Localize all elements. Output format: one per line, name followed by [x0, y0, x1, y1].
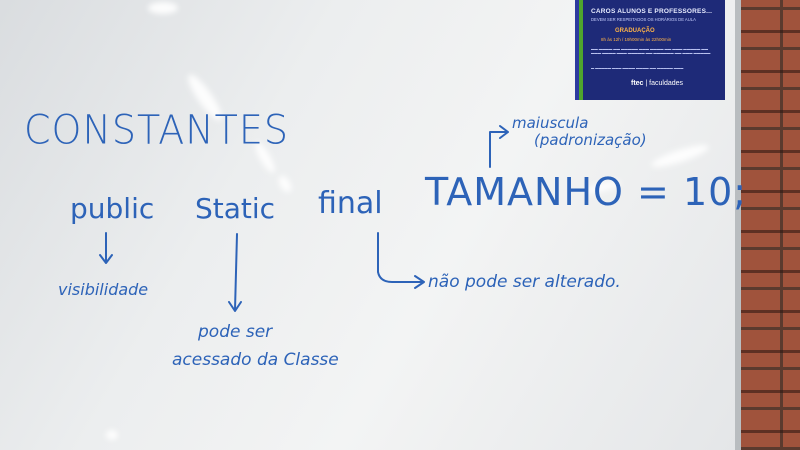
poster-small-print: ▬ ▬▬▬▬▬ ▬▬▬ ▬▬▬▬ ▬▬▬▬ ▬▬ ▬▬▬▬▬ ▬▬▬ — [591, 66, 684, 70]
keyword-public: public — [70, 192, 155, 225]
poster-subtitle: DEVEM SER RESPEITADOS OS HORÁRIOS DE AUL… — [591, 17, 696, 22]
poster-graduacao: GRADUAÇÃO — [615, 28, 655, 34]
keyword-static: Static — [195, 192, 276, 225]
poster-hours: 8h às 12h / 19h00min às 22h00min — [601, 37, 672, 42]
light-reflection — [148, 2, 178, 14]
poster-title: CAROS ALUNOS E PROFESSORES... — [591, 8, 713, 15]
note-uppercase-line1: maiuscula — [512, 114, 589, 132]
poster: CAROS ALUNOS E PROFESSORES... DEVEM SER … — [575, 0, 725, 100]
heading-constantes: CONSTANTES — [24, 106, 290, 154]
note-visibility: visibilidade — [58, 280, 149, 299]
keyword-final: final — [318, 186, 383, 221]
light-reflection — [106, 430, 118, 440]
poster-stripe — [579, 0, 583, 100]
arrow-uppercase — [489, 125, 509, 168]
note-static-line2: acessado da Classe — [172, 350, 339, 370]
arrow-public — [99, 232, 113, 264]
arrow-static — [228, 233, 242, 312]
note-uppercase-line2: (padronização) — [534, 131, 647, 149]
note-static-line1: pode ser — [198, 322, 273, 342]
poster-fine-print: ▬▬ ▬▬▬▬ ▬▬ ▬▬▬▬▬ ▬▬▬ ▬▬▬▬ ▬▬ ▬▬▬ ▬▬▬▬▬ ▬… — [591, 47, 711, 56]
poster-logo-brand: ftec — [631, 80, 644, 87]
poster-logo: ftec | faculdades — [631, 80, 684, 87]
constant-declaration: TAMANHO = 10; — [425, 170, 748, 214]
note-final: não pode ser alterado. — [428, 272, 621, 292]
arrow-final — [377, 232, 425, 289]
poster-logo-text: faculdades — [649, 80, 684, 87]
